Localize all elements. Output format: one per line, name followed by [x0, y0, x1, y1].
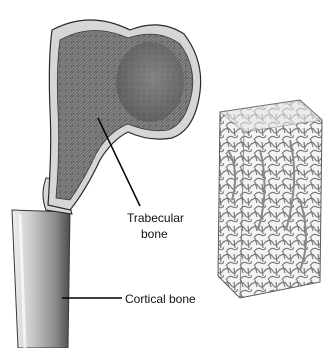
trabecular-cube [218, 100, 322, 298]
trabecular-label-line1: Trabecular [127, 211, 184, 225]
bone-shaft [12, 210, 70, 348]
trabecular-label-line2: bone [141, 227, 168, 241]
cortical-bone-label: Cortical bone [125, 292, 196, 306]
femoral-head [48, 20, 201, 210]
